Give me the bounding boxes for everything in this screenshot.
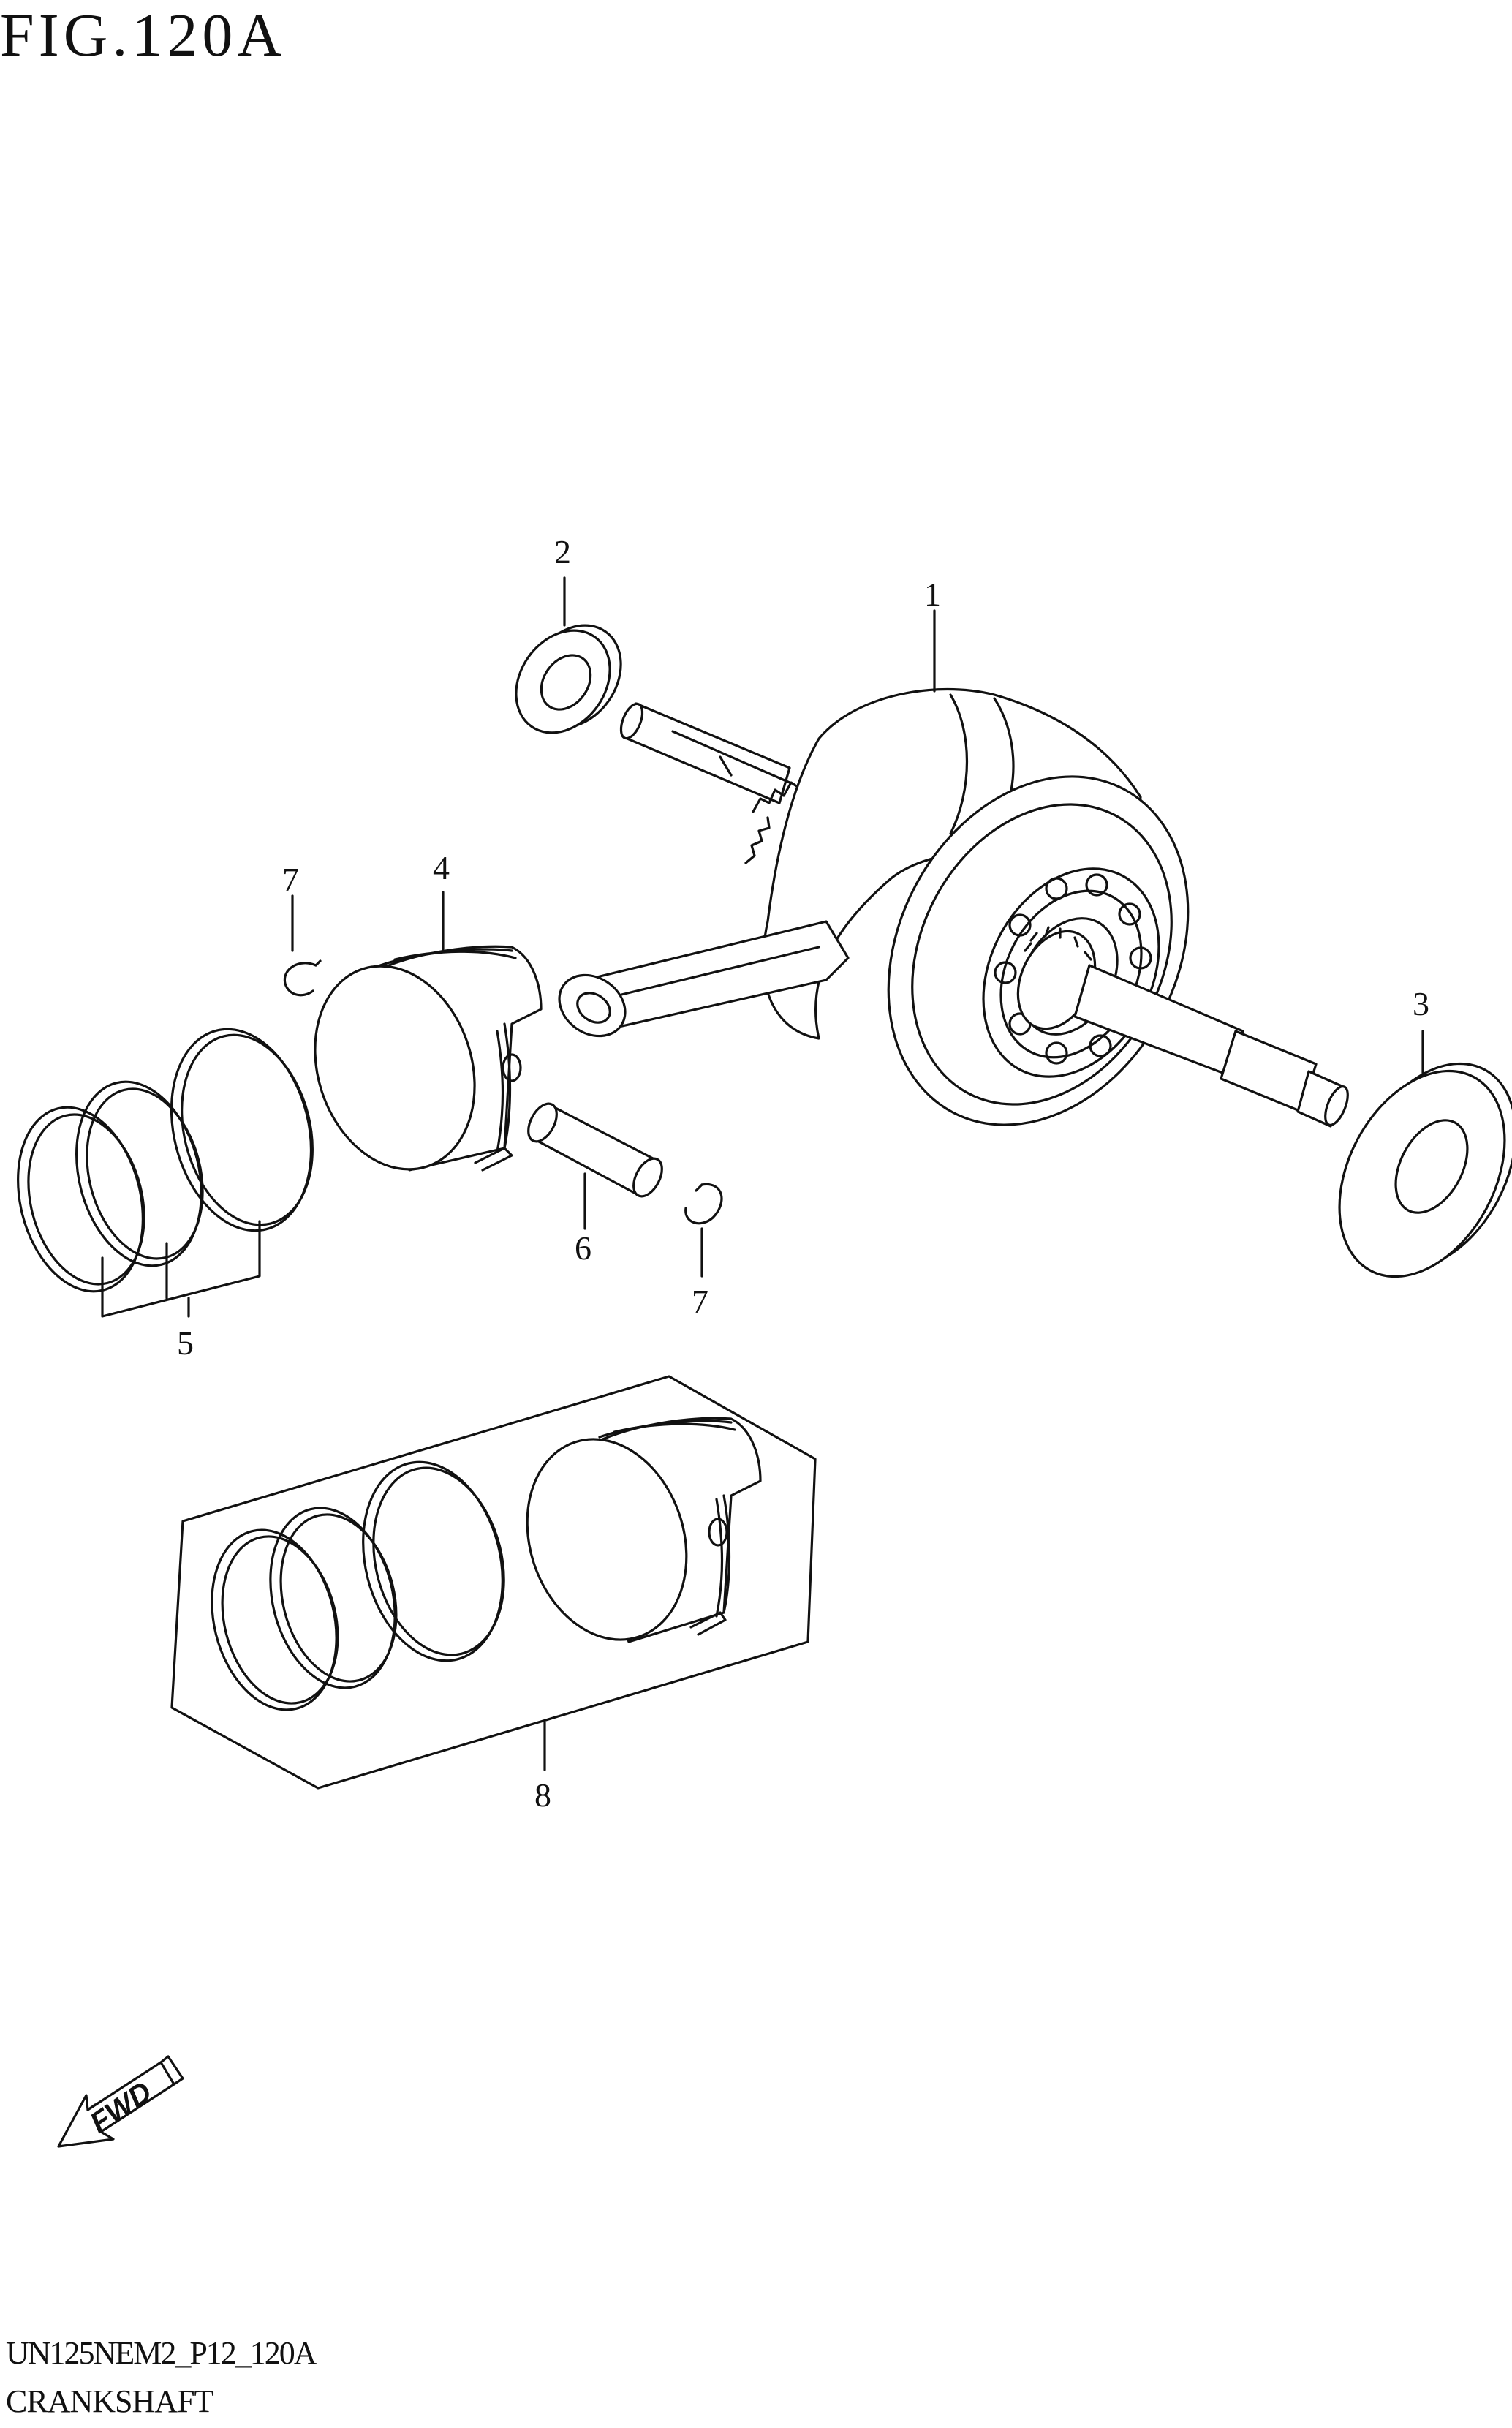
diagram-code: UN125NEM2_P12_120A (6, 2335, 317, 2371)
part-2-oil-seal[interactable] (496, 607, 640, 750)
part-4-piston[interactable] (290, 945, 543, 1191)
diagram-name: CRANKSHAFT (6, 2383, 213, 2419)
callout-6[interactable]: 6 (575, 1229, 591, 1267)
callout-7b[interactable]: 7 (692, 1283, 708, 1320)
callout-3[interactable]: 3 (1413, 985, 1429, 1022)
part-6-piston-pin[interactable] (523, 1099, 668, 1201)
part-7-circlip-lower[interactable] (684, 1183, 723, 1225)
figure-title: FIG.120A (0, 1, 287, 69)
part-1-crankshaft[interactable] (548, 687, 1353, 1177)
callout-7a[interactable]: 7 (282, 861, 299, 898)
part-7-circlip-upper[interactable] (283, 959, 322, 997)
leader-bracket-5 (101, 1220, 261, 1318)
callout-2[interactable]: 2 (554, 533, 571, 570)
callout-1[interactable]: 1 (924, 576, 941, 613)
callout-4[interactable]: 4 (433, 849, 450, 886)
callout-5[interactable]: 5 (177, 1324, 194, 1362)
part-8-piston-set-box[interactable] (170, 1375, 817, 1790)
part-3-oil-seal[interactable] (1306, 1036, 1512, 1305)
callout-8[interactable]: 8 (534, 1776, 551, 1814)
fwd-direction-arrow: FWD (57, 2055, 184, 2148)
